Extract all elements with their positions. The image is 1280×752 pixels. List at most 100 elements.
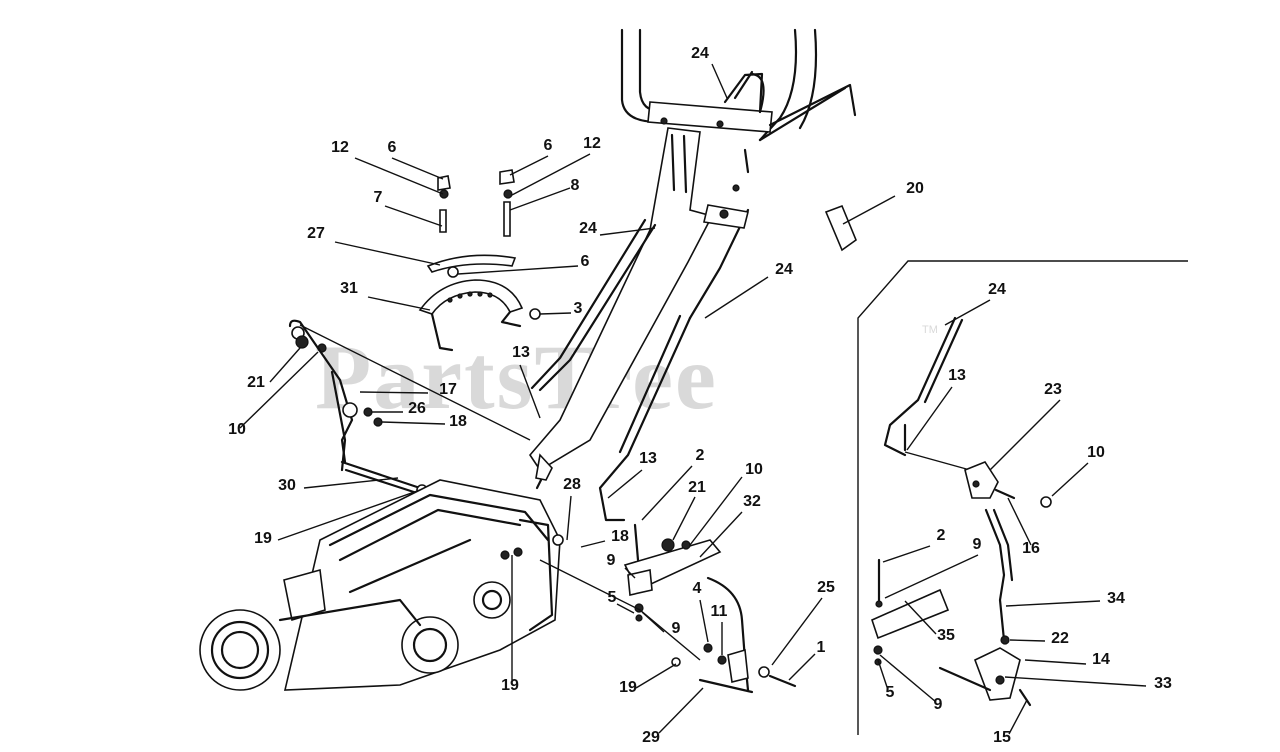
leader-line bbox=[699, 599, 709, 643]
leader-line bbox=[989, 399, 1061, 471]
leader-line bbox=[641, 465, 693, 521]
callout-l14: 14 bbox=[1092, 651, 1110, 668]
callout-l24c: 24 bbox=[775, 261, 793, 278]
callout-l31: 31 bbox=[340, 280, 358, 297]
callout-l24a: 24 bbox=[691, 45, 709, 62]
leader-line bbox=[359, 391, 429, 394]
leader-line bbox=[711, 63, 728, 99]
inset-assembly bbox=[871, 316, 1052, 707]
leader-line bbox=[771, 597, 823, 666]
leader-line bbox=[616, 603, 635, 614]
callout-l11: 11 bbox=[711, 603, 728, 620]
callout-l24b: 24 bbox=[579, 220, 597, 237]
leader-line bbox=[944, 299, 991, 326]
leader-line bbox=[599, 227, 656, 236]
leader-line bbox=[334, 241, 441, 266]
callout-l22: 22 bbox=[1051, 630, 1069, 647]
handlebar-frame bbox=[620, 28, 818, 142]
leader-line bbox=[269, 347, 301, 383]
callout-l4: 4 bbox=[693, 580, 702, 597]
watermark-tm: TM bbox=[922, 324, 938, 336]
leader-line bbox=[509, 155, 549, 176]
leader-line bbox=[1008, 699, 1028, 735]
leader-line bbox=[1024, 659, 1087, 665]
callout-l32: 32 bbox=[743, 493, 761, 510]
callout-l6c: 6 bbox=[581, 253, 590, 270]
callout-l6a: 6 bbox=[388, 139, 397, 156]
leader-line bbox=[1051, 462, 1089, 497]
callout-l35: 35 bbox=[937, 627, 955, 644]
callout-l29: 29 bbox=[642, 729, 660, 746]
callout-l2a: 2 bbox=[696, 447, 705, 464]
callout-l9a: 9 bbox=[973, 536, 982, 553]
leader-line bbox=[381, 421, 446, 425]
callout-l12b: 12 bbox=[583, 135, 601, 152]
leader-line bbox=[704, 276, 769, 319]
leader-line bbox=[624, 567, 636, 579]
callout-l10b: 10 bbox=[1087, 444, 1105, 461]
callout-l8: 8 bbox=[571, 177, 580, 194]
leader-line bbox=[367, 296, 431, 311]
leader-line bbox=[906, 386, 953, 451]
callout-l19a: 19 bbox=[254, 530, 272, 547]
callout-l28: 28 bbox=[563, 476, 581, 493]
handle-tube bbox=[528, 127, 714, 490]
leader-line bbox=[303, 477, 399, 489]
lower-linkage bbox=[539, 523, 797, 694]
callout-l18a: 18 bbox=[449, 413, 467, 430]
watermark: PartsTree bbox=[315, 326, 718, 428]
callout-l1: 1 bbox=[817, 639, 826, 656]
grip bbox=[824, 204, 857, 252]
leader-line bbox=[1007, 497, 1032, 546]
callout-l5b: 5 bbox=[886, 684, 895, 701]
inset-border bbox=[857, 260, 1188, 735]
callout-l3: 3 bbox=[574, 300, 583, 317]
callout-l16: 16 bbox=[1022, 540, 1040, 557]
leader-line bbox=[1005, 600, 1101, 607]
quadrant-assembly bbox=[418, 169, 541, 352]
leader-line bbox=[457, 265, 579, 275]
leader-line bbox=[641, 611, 665, 633]
callout-l9c: 9 bbox=[672, 620, 681, 637]
leader-line bbox=[391, 157, 444, 180]
leader-line bbox=[689, 476, 743, 546]
callout-l34: 34 bbox=[1107, 590, 1125, 607]
callout-l9b: 9 bbox=[607, 552, 616, 569]
callout-l20: 20 bbox=[906, 180, 924, 197]
callout-l23: 23 bbox=[1044, 381, 1062, 398]
callout-l10a: 10 bbox=[228, 421, 246, 438]
leader-line bbox=[882, 545, 931, 563]
callout-l30: 30 bbox=[278, 477, 296, 494]
callout-l19c: 19 bbox=[619, 679, 637, 696]
ref-line-a bbox=[299, 324, 531, 441]
callout-l15: 15 bbox=[993, 729, 1011, 746]
leader-line bbox=[842, 195, 896, 225]
leader-line bbox=[239, 351, 319, 429]
callout-l21a: 21 bbox=[247, 374, 265, 391]
leader-line bbox=[635, 663, 677, 689]
callout-l26: 26 bbox=[408, 400, 426, 417]
callout-l13b: 13 bbox=[948, 367, 966, 384]
callout-l33: 33 bbox=[1154, 675, 1172, 692]
leader-line bbox=[566, 495, 572, 541]
callout-l13c: 13 bbox=[639, 450, 657, 467]
callout-l25: 25 bbox=[817, 579, 835, 596]
leader-line bbox=[699, 511, 743, 558]
leader-line bbox=[1004, 676, 1147, 687]
leader-line bbox=[354, 157, 444, 195]
leader-line bbox=[788, 653, 816, 681]
leader-line bbox=[539, 312, 572, 315]
callout-l13a: 13 bbox=[512, 344, 530, 361]
leader-lines bbox=[239, 63, 1147, 735]
leader-line bbox=[904, 600, 937, 635]
leader-line bbox=[509, 187, 571, 211]
callout-l5a: 5 bbox=[608, 589, 617, 606]
callout-l21b: 21 bbox=[688, 479, 706, 496]
callout-l17: 17 bbox=[439, 381, 457, 398]
callout-l27: 27 bbox=[307, 225, 325, 242]
transmission-housing bbox=[199, 479, 564, 691]
callout-l19b: 19 bbox=[501, 677, 519, 694]
leader-line bbox=[658, 687, 704, 734]
